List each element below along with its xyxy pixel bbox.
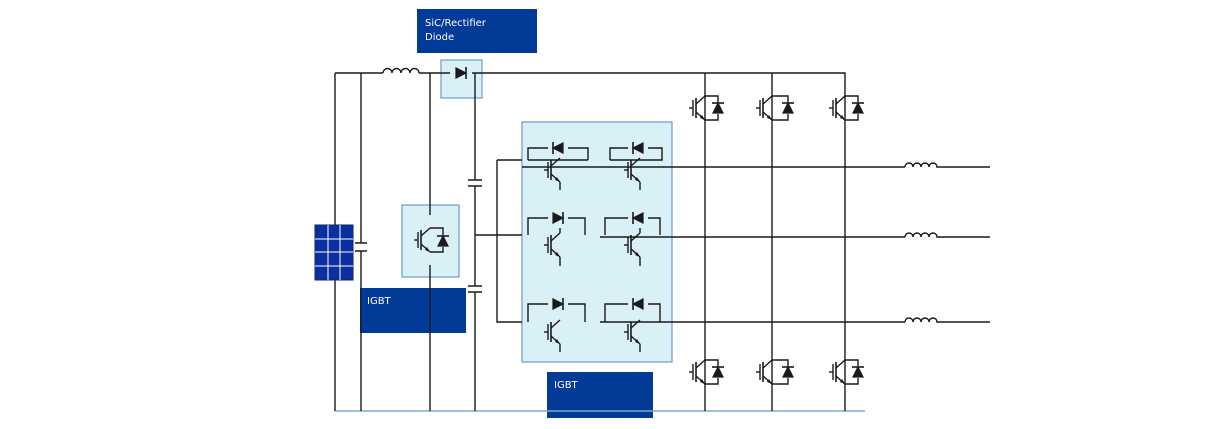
bottom-igbt-leg-2 (755, 359, 795, 385)
inverter-igbt-matrix (527, 141, 663, 352)
phase-b-inductor-icon (904, 232, 990, 238)
phase-c-inductor-icon (904, 317, 990, 323)
boost-igbt-icon (413, 227, 450, 253)
igbt-bottom-label-text: IGBT (554, 380, 579, 391)
phase-a-inductor-icon (904, 162, 990, 168)
sic-rectifier-label-line1: SiC/Rectifier (425, 18, 487, 29)
sic-rectifier-diode-label: SiC/Rectifier Diode (417, 9, 537, 53)
igbt-left-label-text: IGBT (367, 296, 392, 307)
input-capacitor-icon (355, 242, 367, 252)
top-igbt-leg-3 (828, 95, 865, 121)
igbt-left-label: IGBT (360, 288, 466, 333)
inverter-igbt-highlight (521, 121, 673, 363)
bottom-igbt-leg-1 (688, 359, 725, 385)
dc-link-capacitor-top-icon (468, 179, 482, 187)
sic-rectifier-label-line2: Diode (425, 32, 454, 43)
sic-diode-highlight (440, 59, 483, 99)
solar-panel-icon (314, 224, 354, 281)
bottom-igbt-leg-3 (828, 359, 865, 385)
top-igbt-leg-2 (755, 95, 795, 121)
top-rail-right (472, 72, 846, 85)
top-igbt-leg-1 (688, 95, 725, 121)
inverter-bus-left (496, 160, 522, 323)
dc-link-capacitor-bottom-icon (468, 285, 482, 293)
input-inductor-icon (382, 67, 420, 74)
